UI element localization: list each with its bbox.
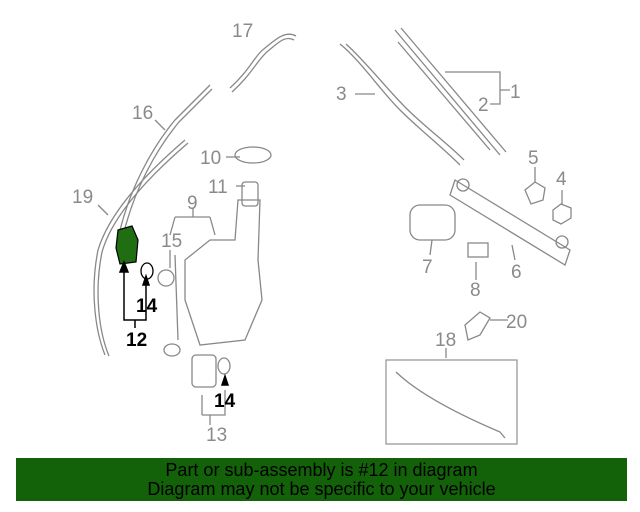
callout-17[interactable]: 17	[232, 21, 253, 42]
wiper-motor-7	[409, 204, 456, 241]
part-info-banner: Part or sub-assembly is #12 in diagram D…	[16, 458, 627, 501]
callout-12[interactable]: 12	[126, 330, 147, 351]
banner-line-1: Part or sub-assembly is #12 in diagram	[165, 460, 478, 480]
callout-10[interactable]: 10	[200, 148, 221, 169]
seal-14-lower	[217, 357, 231, 375]
wiper-arm-3	[339, 43, 461, 166]
cap-10	[234, 146, 272, 164]
filler-neck-11	[241, 181, 259, 207]
callout-16[interactable]: 16	[132, 103, 153, 124]
callout-14-upper[interactable]: 14	[136, 296, 158, 317]
hose-19	[93, 139, 186, 356]
callout-20[interactable]: 20	[506, 312, 527, 333]
callout-18[interactable]: 18	[435, 330, 456, 351]
callout-5[interactable]: 5	[528, 148, 539, 169]
callout-14-lower[interactable]: 14	[214, 391, 236, 412]
callout-19[interactable]: 19	[72, 187, 93, 208]
callout-13[interactable]: 13	[206, 425, 227, 446]
callout-11[interactable]: 11	[208, 177, 228, 198]
callout-1[interactable]: 1	[510, 82, 521, 103]
banner-line-2: Diagram may not be specific to your vehi…	[147, 479, 496, 499]
bracket-8	[467, 242, 489, 258]
seal-14-upper	[140, 262, 154, 280]
callout-4[interactable]: 4	[556, 169, 567, 190]
washer-pump-13	[191, 354, 217, 388]
grommet-15	[157, 269, 175, 287]
hose-16	[119, 84, 211, 231]
hose-18	[395, 371, 506, 439]
hose-kit-box-18	[385, 359, 518, 445]
cap-5	[524, 181, 546, 205]
callouts: 1 2 3 4 5 6 7 8 9 10 11 12 13 14 14 15 1…	[72, 21, 567, 446]
callout-15[interactable]: 15	[161, 231, 182, 252]
callout-6[interactable]: 6	[511, 262, 522, 283]
cap-4	[552, 203, 572, 225]
wiper-blade-1	[394, 29, 501, 156]
callout-7[interactable]: 7	[422, 257, 433, 278]
callout-8[interactable]: 8	[470, 280, 481, 301]
hose-17	[229, 33, 297, 89]
wiper-linkage-6	[449, 179, 571, 266]
washer-pump-12-highlighted[interactable]	[115, 225, 139, 265]
nozzle-20	[464, 311, 491, 341]
washer-reservoir-9	[184, 199, 263, 346]
wiper-blade-2	[397, 41, 491, 151]
callout-3[interactable]: 3	[336, 84, 347, 105]
callout-9[interactable]: 9	[187, 193, 198, 214]
callout-2[interactable]: 2	[478, 95, 489, 116]
